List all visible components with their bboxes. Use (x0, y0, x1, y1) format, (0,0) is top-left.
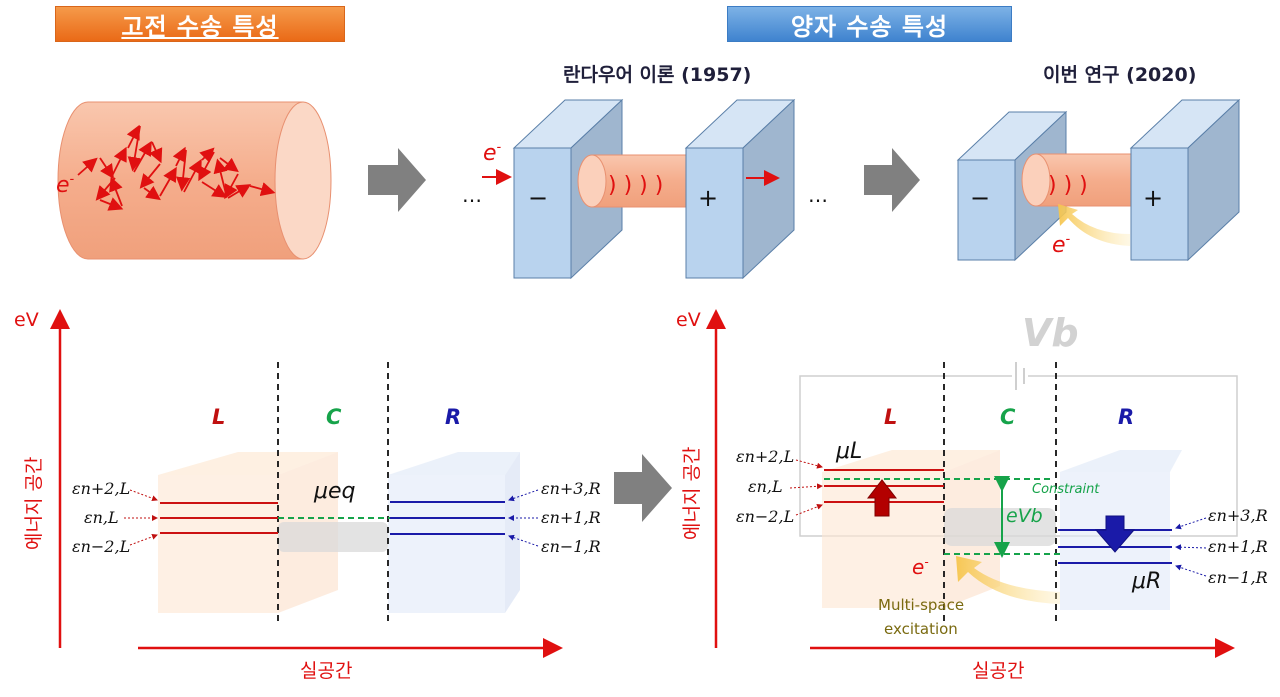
this-work-device (956, 98, 1241, 262)
bias-voltage-label: Vb (1022, 311, 1079, 355)
progress-arrow-3 (614, 454, 672, 522)
level-n-plus-2-l: εn+2,L (72, 479, 130, 498)
level-n-plus-1-r-right: εn+1,R (1208, 537, 1268, 556)
real-space-label-left: 실공간 (300, 660, 352, 682)
region-l-left: L (212, 405, 225, 429)
classical-transport-banner: 고전 수송 특성 (55, 6, 345, 42)
level-n-l: εn,L (84, 508, 119, 527)
landauer-device (512, 98, 796, 280)
quantum-banner-label: 양자 수송 특성 (790, 12, 949, 41)
mu-l-label: μL (835, 439, 862, 464)
minus-sign-right: − (970, 184, 990, 212)
electron-label-classical: e- (56, 172, 75, 198)
landauer-heading: 란다우어 이론 (1957) (563, 64, 752, 86)
ev-label-right: eV (676, 309, 701, 331)
region-r-right: R (1118, 405, 1134, 429)
this-work-heading: 이번 연구 (2020) (1043, 64, 1197, 86)
wave-marks-this-work: ) ) ) (1048, 173, 1088, 198)
ev-label-left: eV (14, 309, 39, 331)
region-r-left: R (445, 405, 461, 429)
wave-marks-landauer: ) ) ) ) (608, 173, 663, 198)
level-n-l-right: εn,L (748, 477, 783, 496)
region-c-right: C (1000, 405, 1016, 429)
plus-sign-left: + (698, 184, 718, 212)
progress-arrow-1 (368, 148, 426, 212)
excitation-label: excitation (884, 620, 958, 638)
mu-r-label: μR (1131, 569, 1161, 594)
ellipsis-right: … (808, 183, 828, 207)
level-n-plus-2-l-right: εn+2,L (736, 447, 794, 466)
evb-label: eVb (1006, 505, 1043, 527)
progress-arrow-2 (864, 148, 920, 212)
level-n-minus-1-r: εn−1,R (541, 537, 601, 556)
random-walk-path (77, 124, 276, 211)
electron-label-landauer: e- (483, 140, 502, 166)
left-levels-labels: εn+2,L εn,L εn−2,L εn+3,R εn+1,R εn−1,R (72, 479, 601, 556)
minus-sign-left: − (528, 184, 548, 212)
equilibrium-diagram (50, 309, 563, 658)
multi-space-label: Multi-space (878, 596, 964, 614)
energy-axis-label-right: 에너지 공간 (681, 447, 703, 540)
level-n-plus-1-r: εn+1,R (541, 508, 601, 527)
mu-eq-label: μeq (313, 479, 356, 504)
real-space-label-right: 실공간 (972, 660, 1024, 682)
region-c-left: C (326, 405, 342, 429)
ellipsis-left: … (462, 183, 482, 207)
excitation-glow-arrow-top (1058, 204, 1130, 246)
classical-wire (57, 101, 332, 260)
region-l-right: L (884, 405, 897, 429)
plus-sign-right: + (1143, 184, 1163, 212)
energy-axis-label-left: 에너지 공간 (23, 457, 45, 550)
constraint-label: Constraint (1032, 482, 1100, 497)
level-n-minus-2-l: εn−2,L (72, 537, 130, 556)
level-n-minus-2-l-right: εn−2,L (736, 507, 794, 526)
electron-label-this-work: e- (1052, 232, 1071, 258)
classical-banner-label: 고전 수송 특성 (121, 12, 279, 41)
level-n-minus-1-r-right: εn−1,R (1208, 568, 1268, 587)
level-n-plus-3-r-right: εn+3,R (1208, 506, 1268, 525)
right-levels-labels: εn+2,L εn,L εn−2,L εn+3,R εn+1,R εn−1,R (736, 447, 1268, 587)
nonequilibrium-diagram (706, 309, 1238, 658)
quantum-transport-banner: 양자 수송 특성 (727, 6, 1012, 42)
electron-label-diagram: e- (912, 555, 929, 579)
level-n-plus-3-r: εn+3,R (541, 479, 601, 498)
